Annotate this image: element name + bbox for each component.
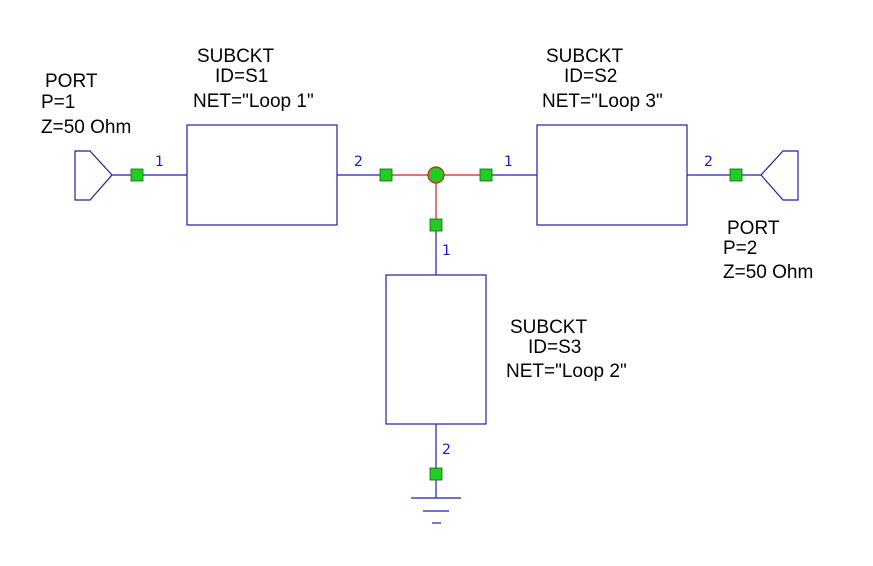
s3-pin-2-label: 2 — [442, 442, 451, 458]
subckt-s2[interactable]: SUBCKT ID=S2 NET="Loop 3" — [536, 46, 688, 226]
subckt-s3[interactable]: SUBCKT ID=S3 NET="Loop 2" — [385, 274, 627, 425]
ground-icon — [411, 497, 461, 524]
subckt-s1-body[interactable] — [186, 124, 338, 226]
subckt-s1[interactable]: SUBCKT ID=S1 NET="Loop 1" — [186, 46, 338, 226]
port-2-type: PORT — [727, 218, 780, 239]
node-s2-port2[interactable] — [729, 168, 743, 182]
subckt-s3-type: SUBCKT — [510, 317, 587, 338]
subckt-s2-net: NET="Loop 3" — [542, 91, 663, 112]
port-2-z: Z=50 Ohm — [723, 262, 813, 283]
node-s2-pin1[interactable] — [479, 168, 493, 182]
s1-pin-2-label: 2 — [354, 154, 363, 170]
node-port1-s1[interactable] — [130, 168, 144, 182]
port-2[interactable]: PORT P=2 Z=50 Ohm — [723, 150, 813, 283]
subckt-s3-id: ID=S3 — [528, 337, 581, 358]
subckt-s2-id: ID=S2 — [564, 66, 617, 87]
s3-pin-1-label: 1 — [442, 243, 451, 259]
node-s1-pin2[interactable] — [379, 168, 393, 182]
s2-pin-1-label: 1 — [504, 154, 513, 170]
s1-pin-1-label: 1 — [155, 154, 164, 170]
subckt-s1-net: NET="Loop 1" — [193, 91, 314, 112]
subckt-s1-type: SUBCKT — [197, 46, 274, 67]
subckt-s3-net: NET="Loop 2" — [506, 361, 627, 382]
junction-node[interactable] — [427, 166, 445, 184]
node-s3-pin2[interactable] — [429, 467, 443, 481]
port-triangle-icon — [74, 150, 113, 201]
port-1-z: Z=50 Ohm — [41, 117, 131, 138]
node-s3-pin1[interactable] — [429, 218, 443, 232]
subckt-s3-body[interactable] — [385, 274, 487, 425]
s2-pin-2-label: 2 — [704, 154, 713, 170]
port-2-p: P=2 — [723, 238, 757, 259]
port-triangle-icon — [760, 150, 799, 201]
port-1-type: PORT — [45, 71, 98, 92]
subckt-s2-type: SUBCKT — [546, 46, 623, 67]
port-1-p: P=1 — [41, 92, 75, 113]
port-1[interactable]: PORT P=1 Z=50 Ohm — [41, 71, 137, 201]
subckt-s1-id: ID=S1 — [215, 66, 268, 87]
subckt-s2-body[interactable] — [536, 124, 688, 226]
